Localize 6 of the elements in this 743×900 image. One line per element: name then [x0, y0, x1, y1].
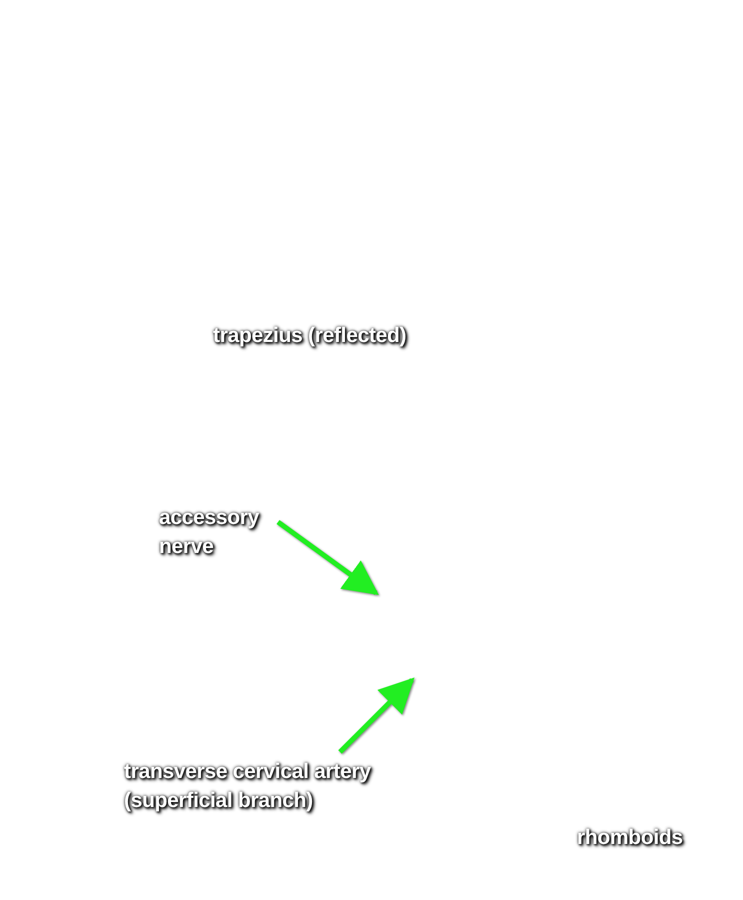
part-label: trapezius (reflected)	[213, 321, 406, 350]
callout-label: accessory nerve	[159, 503, 284, 561]
callout-label: transverse cervical artery (superficial branch)	[124, 757, 429, 815]
part-label: rhomboids	[577, 823, 683, 852]
arrow	[338, 678, 414, 754]
arrow	[276, 520, 379, 596]
